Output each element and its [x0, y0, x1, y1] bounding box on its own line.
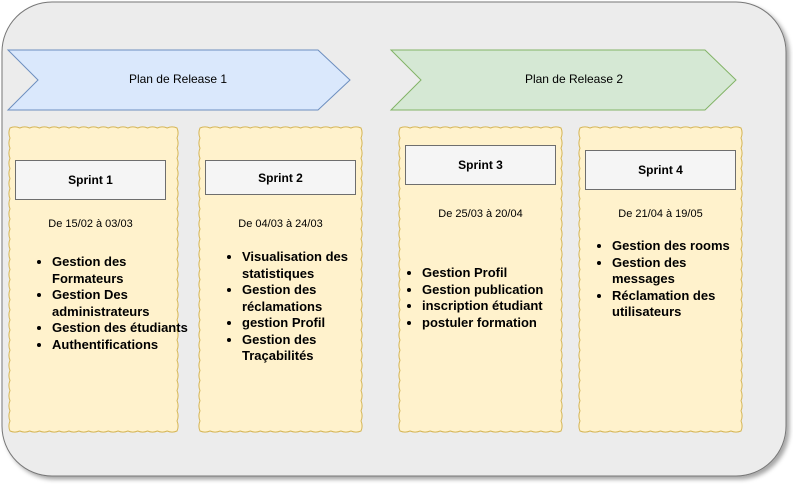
task-item: Gestion des étudiants [52, 320, 192, 337]
sprint-4-task-list: Gestion des rooms Gestion des messages R… [594, 238, 744, 321]
sprint-3-background [398, 126, 563, 433]
release-1-arrow [6, 49, 351, 111]
release-2-arrow [389, 49, 737, 111]
sprint-4-background [578, 126, 743, 433]
sprint-3-task-list: Gestion Profil Gestion publication inscr… [404, 265, 572, 331]
sprint-1-dates: De 15/02 à 03/03 [48, 218, 133, 230]
task-item: Gestion Des administrateurs [52, 287, 192, 320]
sprint-1-title: Sprint 1 [15, 160, 166, 200]
release-1-label: Plan de Release 1 [128, 72, 228, 86]
task-item: Visualisation des statistiques [242, 249, 374, 282]
sprint-2-background [198, 126, 363, 433]
task-item: gestion Profil [242, 315, 374, 332]
sprint-4-title: Sprint 4 [585, 150, 736, 190]
task-item: inscription étudiant [422, 298, 572, 315]
task-item: Gestion Profil [422, 265, 572, 282]
sprint-1-background [8, 126, 179, 433]
task-item: Gestion des Formateurs [52, 254, 192, 287]
sprint-1-task-list: Gestion des Formateurs Gestion Des admin… [34, 254, 192, 353]
sprint-2-dates: De 04/03 à 24/03 [238, 218, 323, 230]
sprint-4-dates: De 21/04 à 19/05 [618, 208, 703, 220]
task-item: Gestion des messages [612, 255, 744, 288]
task-item: Authentifications [52, 337, 192, 354]
sprint-3-dates: De 25/03 à 20/04 [438, 208, 523, 220]
sprint-2-title: Sprint 2 [205, 160, 356, 195]
release-2-label: Plan de Release 2 [524, 72, 624, 86]
sprint-2-task-list: Visualisation des statistiques Gestion d… [224, 249, 374, 365]
task-item: Gestion des réclamations [242, 282, 374, 315]
task-item: Gestion des Traçabilités [242, 332, 374, 365]
sprint-3-title: Sprint 3 [405, 145, 556, 185]
task-item: postuler formation [422, 315, 572, 332]
task-item: Gestion des rooms [612, 238, 744, 255]
task-item: Réclamation des utilisateurs [612, 288, 744, 321]
task-item: Gestion publication [422, 282, 572, 299]
